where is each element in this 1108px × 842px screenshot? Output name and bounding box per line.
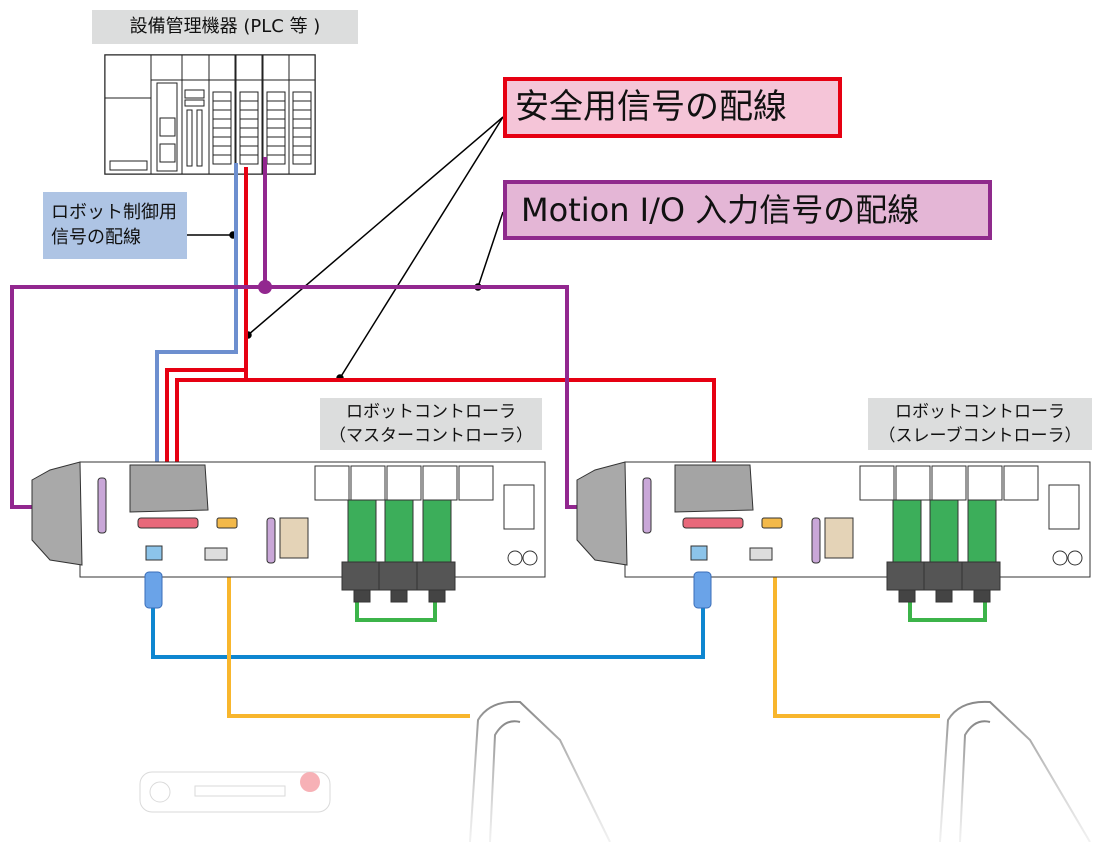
yellow-cable-slave [773, 548, 940, 718]
slave-label-line1: ロボットコントローラ [895, 402, 1065, 422]
robot-signal-wire [155, 163, 238, 468]
safety-wire-1 [165, 167, 248, 468]
lan-plug-master [144, 571, 163, 609]
robot-arm-master [469, 700, 611, 842]
green-cable-slave [908, 600, 987, 622]
master-controller-label: ロボットコントローラ （マスターコントローラ） [320, 398, 542, 450]
master-label-line2: （マスターコントローラ） [329, 426, 533, 446]
motion-io-label: Motion I/O 入力信号の配線 [503, 180, 992, 240]
safety-wire-2 [175, 340, 248, 468]
plc-device [104, 54, 316, 175]
master-label-line1: ロボットコントローラ [346, 402, 516, 422]
teach-pendant [139, 771, 331, 813]
safety-signal-label: 安全用信号の配線 [503, 77, 842, 138]
motion-wire-slave [265, 285, 580, 509]
plc-label: 設備管理機器 (PLC 等 ) [92, 10, 358, 44]
slave-controller-label: ロボットコントローラ （スレーブコントローラ） [868, 398, 1092, 450]
safety-wire-slave [177, 378, 716, 465]
robot-signal-label-line2: 信号の配線 [51, 227, 141, 248]
slave-label-line2: （スレーブコントローラ） [878, 426, 1082, 446]
yellow-cable-master [227, 548, 470, 718]
lan-cable [151, 605, 705, 659]
master-controller [31, 461, 546, 603]
robot-arm-slave [939, 700, 1091, 842]
motion-wire-master [10, 285, 265, 509]
robot-signal-label: ロボット制御用 信号の配線 [43, 192, 187, 259]
robot-signal-label-line1: ロボット制御用 [51, 202, 177, 223]
slave-controller [576, 461, 1091, 603]
lan-plug-slave [693, 571, 712, 609]
